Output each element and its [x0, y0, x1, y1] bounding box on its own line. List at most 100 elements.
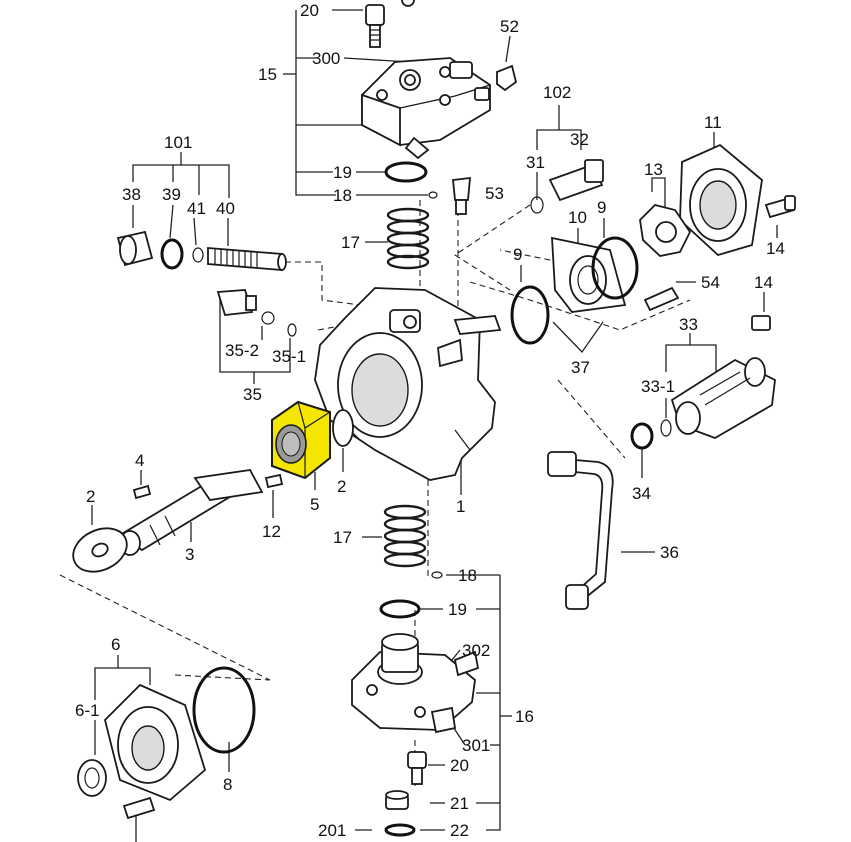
o-ring-19-top	[384, 161, 428, 183]
housing-11	[679, 143, 763, 257]
solenoid-33	[670, 357, 776, 439]
label-18-bottom: 18	[458, 566, 477, 585]
label-16: 16	[515, 707, 534, 726]
pin-54	[643, 286, 680, 312]
washer-2-body	[332, 409, 354, 447]
label-5: 5	[310, 495, 319, 514]
label-36: 36	[660, 543, 679, 562]
fitting-52	[496, 64, 518, 92]
bolt-20-top	[365, 0, 415, 48]
label-14-lower: 14	[754, 273, 773, 292]
flange-6	[104, 683, 207, 802]
seal-39	[160, 238, 184, 270]
label-14-upper: 14	[766, 239, 785, 258]
label-20-top: 20	[300, 1, 319, 20]
bolt-6-bottom	[122, 796, 156, 820]
label-17-top: 17	[341, 233, 360, 252]
label-2-right: 2	[337, 477, 346, 496]
plate-10	[551, 236, 627, 313]
label-34: 34	[632, 484, 651, 503]
key-12	[264, 473, 284, 489]
spring-17-bottom	[383, 504, 427, 568]
label-12: 12	[262, 522, 281, 541]
label-19-bottom: 19	[448, 600, 467, 619]
label-35-1: 35-1	[272, 347, 306, 366]
label-201: 201	[318, 821, 346, 840]
plug-21	[385, 790, 409, 810]
label-40: 40	[216, 199, 235, 218]
label-17-bottom: 17	[333, 528, 352, 547]
label-37: 37	[571, 358, 590, 377]
label-31: 31	[526, 153, 545, 172]
label-3: 3	[185, 545, 194, 564]
ring-31	[530, 196, 544, 214]
bolt-14-right	[764, 195, 796, 219]
label-53: 53	[485, 184, 504, 203]
ring-18-top	[428, 191, 438, 199]
seal-6-1	[77, 759, 107, 797]
label-11: 11	[704, 113, 722, 132]
o-ring-9-right	[591, 236, 639, 300]
ring-35-1	[287, 323, 297, 337]
label-4: 4	[135, 451, 144, 470]
part-labels: 20 52 15 300 101 38 39 41 40 19 18 53 17…	[75, 1, 785, 840]
valve-53	[452, 176, 471, 215]
plug-38	[116, 230, 154, 267]
label-35: 35	[243, 385, 262, 404]
label-38: 38	[122, 185, 141, 204]
label-41: 41	[187, 199, 206, 218]
spring-17-top	[386, 207, 430, 270]
label-102: 102	[543, 83, 571, 102]
gear-13	[639, 204, 692, 257]
shaft-3	[118, 469, 264, 556]
label-54: 54	[701, 273, 720, 292]
label-6-1: 6-1	[75, 701, 100, 720]
label-9-lower: 9	[513, 245, 522, 264]
label-1: 1	[456, 497, 465, 516]
o-ring-8	[192, 666, 256, 754]
label-101: 101	[164, 133, 192, 152]
label-22: 22	[450, 821, 469, 840]
label-9-upper: 9	[597, 198, 606, 217]
label-18-top: 18	[333, 186, 352, 205]
cover-assembly-15	[361, 57, 491, 160]
label-300: 300	[312, 49, 340, 68]
label-13: 13	[644, 160, 663, 179]
key-4	[132, 484, 152, 500]
bolt-14-lower	[751, 315, 771, 331]
label-20-bottom: 20	[450, 756, 469, 775]
label-21: 21	[450, 794, 469, 813]
highlighted-part-5	[271, 400, 331, 480]
ring-41	[192, 247, 204, 263]
label-8: 8	[223, 775, 232, 794]
label-52: 52	[500, 17, 519, 36]
assembly-center-lines	[59, 200, 691, 790]
o-ring-9-left	[510, 285, 550, 345]
lower-housing-16	[351, 633, 480, 734]
label-301: 301	[462, 736, 490, 755]
label-2-left: 2	[86, 487, 95, 506]
bolt-20-bottom	[407, 751, 427, 785]
label-19-top: 19	[333, 163, 352, 182]
o-ring-19-bottom	[379, 599, 421, 619]
label-32: 32	[570, 130, 589, 149]
shaft-40	[207, 247, 287, 271]
label-33: 33	[679, 315, 698, 334]
ring-35-2	[261, 311, 275, 325]
ring-33-1	[660, 419, 672, 437]
label-302: 302	[462, 641, 490, 660]
label-39: 39	[162, 185, 181, 204]
label-6: 6	[111, 635, 120, 654]
o-ring-22	[384, 823, 416, 837]
label-10: 10	[568, 208, 587, 227]
o-ring-34	[630, 422, 654, 450]
sensor-32	[548, 159, 604, 202]
label-35-2: 35-2	[225, 341, 259, 360]
pipe-36	[547, 451, 614, 610]
washer-2-left	[72, 527, 128, 573]
fitting-35	[216, 289, 257, 316]
label-15: 15	[258, 65, 277, 84]
label-33-1: 33-1	[641, 377, 675, 396]
ring-18-bottom	[431, 571, 443, 579]
